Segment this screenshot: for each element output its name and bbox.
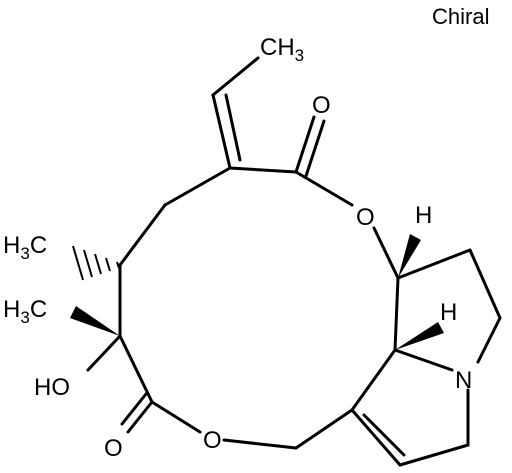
label-o-carbonyl-top: O (312, 92, 331, 119)
bond-1-ch2o (294, 408, 354, 450)
label-ch3-top: CH3 (260, 34, 304, 65)
atom-labels: CH3 H3C H3C HO H H N O O O O (3, 34, 472, 462)
label-o-ring-left: O (203, 427, 222, 454)
bond-c-carbonyl (228, 166, 298, 174)
ch3-top-text: CH3 (260, 34, 304, 65)
chiral-label: Chiral (432, 4, 489, 29)
wedge-cq-ch3 (70, 306, 120, 336)
bond-7-8 (393, 276, 400, 352)
wedge-bonds (70, 234, 444, 350)
bonds (86, 56, 502, 467)
bond-carbonyl-bottom-a (126, 400, 154, 434)
bond-3-2 (398, 443, 470, 467)
label-h-lower: H (440, 299, 457, 326)
wedge-h-lower (395, 322, 444, 350)
bond-ethylidene-ch3 (211, 56, 260, 97)
bond-o-carbonyl (150, 400, 202, 434)
bond-6-5 (468, 248, 502, 320)
bond-carbonyl-top-b (304, 119, 326, 178)
bond-carbonyl-cq (118, 334, 154, 404)
label-ho: HO (34, 374, 70, 401)
bond-ch2-cme (118, 203, 167, 267)
bond-1-2-a (350, 408, 402, 467)
label-h3c-mid: H3C (3, 232, 47, 263)
label-h3c-low: H3C (3, 296, 47, 327)
bond-ch2-o (222, 438, 298, 450)
bond-o-ch (372, 226, 400, 280)
bond-carbonyl-bottom-b (120, 392, 148, 426)
label-h-upper: H (415, 202, 432, 229)
bond-c-ch2 (163, 166, 232, 207)
label-o-carbonyl-bottom: O (104, 435, 123, 462)
bond-ethylidene-double-a (211, 93, 232, 170)
bond-7-6 (396, 248, 472, 280)
bond-5-n (476, 316, 502, 364)
label-n: N (455, 367, 472, 394)
bond-8-1 (350, 348, 397, 412)
label-o-ring-right: O (356, 204, 375, 231)
bond-8-n (393, 348, 454, 372)
bond-ethylidene-double-b (224, 93, 242, 162)
hashed-bond-methyl (72, 245, 120, 281)
bond-cq-oh (86, 334, 122, 372)
bond-carbonyl-o (294, 170, 354, 207)
wedge-h-upper (398, 234, 421, 278)
bond-carbonyl-top-a (294, 115, 316, 174)
bond-1-2-b (362, 413, 406, 457)
